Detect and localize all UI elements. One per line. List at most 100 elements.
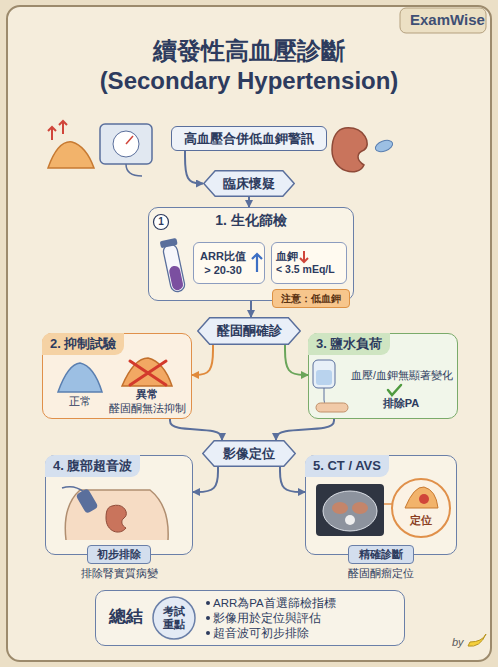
bullet-text: 影像用於定位與評估 — [213, 611, 321, 625]
imaging-panel: 精確診斷5. CT / AVS定位醛固酮瘤定位 — [305, 455, 457, 555]
callout-circle — [154, 215, 169, 230]
badge-outline — [153, 597, 195, 639]
zoom-circle-part — [419, 494, 429, 504]
node-text: 考試 重點 — [162, 605, 186, 631]
node-text: 異常 — [127, 388, 167, 402]
up-arrow-part — [252, 254, 262, 272]
zoom-circle — [392, 479, 450, 537]
bullet-dots-part — [206, 616, 210, 620]
ct-scan-part — [352, 502, 368, 514]
blood-pressure-gauge-part — [100, 124, 152, 164]
adrenal-icon-part — [48, 142, 94, 168]
credit-label: by — [452, 636, 464, 650]
result-tag: 初步排除 — [87, 545, 151, 565]
box-fill — [193, 242, 265, 284]
arrow-space — [300, 250, 342, 261]
summary-heading: 總結 — [109, 606, 143, 627]
ct-scan-part — [332, 502, 348, 514]
adrenal-icon — [48, 142, 94, 168]
node-text: 影像定位 — [223, 445, 275, 461]
pressure-arrows-part — [48, 121, 67, 140]
brand-label: ExamWise — [410, 11, 485, 30]
node-text: 醛固酮無法抑制 — [105, 402, 189, 415]
test-panel: 3. 鹽水負荷血壓/血鉀無顯著變化排除PA — [308, 333, 458, 419]
warning-tag: 注意：低血鉀 — [272, 289, 350, 308]
ct-scan-part — [345, 515, 355, 525]
abnormal-adrenal — [122, 358, 172, 386]
imaging-panel: 初步排除4. 腹部超音波排除腎實質病變 — [45, 455, 193, 555]
ct-scan — [316, 484, 392, 536]
abnormal-adrenal-part — [122, 358, 172, 386]
test-tube-part — [160, 238, 178, 248]
node-text: 排除PA — [374, 397, 428, 411]
normal-adrenal-part — [58, 363, 102, 392]
bullet-dots-part — [206, 601, 210, 605]
check-mark — [388, 385, 401, 395]
ct-scan-part — [384, 503, 392, 505]
summary-box: 考試 重點總結ARR為PA首選篩檢指標影像用於定位與評估超音波可初步排除 — [95, 590, 405, 646]
decision-hexagon: 臨床懷疑 — [203, 170, 295, 197]
flow-arrow — [285, 345, 308, 375]
flow-arrow — [192, 345, 213, 375]
flow-arrow — [248, 197, 250, 207]
node-text: 醛固酮瘤定位 — [321, 567, 441, 580]
zoom-circle-part — [405, 487, 438, 508]
kidney-icon-part — [374, 138, 394, 154]
callout-number: 1 — [154, 215, 168, 229]
node-text: 定位 — [401, 514, 441, 528]
test-panel: 2. 抑制試驗正常異常醛固酮無法抑制 — [42, 333, 192, 419]
blood-pressure-gauge-part — [126, 164, 142, 176]
flow-arrow — [280, 467, 305, 492]
brand-tab-part — [400, 8, 486, 33]
flow-arrow — [276, 419, 334, 440]
zoom-circle-part — [392, 479, 450, 537]
banana-icon-part — [468, 634, 486, 646]
abnormal-adrenal-part — [130, 361, 166, 385]
box-fill — [271, 242, 347, 284]
node-text: 排除腎實質病變 — [59, 567, 179, 580]
criterion-box: ARR比值 > 20-30 — [193, 242, 265, 284]
decision-hexagon: 醛固酮確診 — [197, 317, 301, 345]
blood-pressure-gauge-part — [113, 131, 139, 157]
ultrasound-figure-part — [106, 505, 126, 532]
node-text: 血鉀 < 3.5 mEq/L — [276, 250, 342, 276]
node-text: 注意：低血鉀 — [281, 292, 341, 305]
down-arrow — [300, 251, 308, 262]
test-tube-part — [168, 265, 184, 291]
decision-hexagon: 影像定位 — [202, 440, 296, 467]
saline-drip-part — [313, 360, 335, 388]
flow-arrow — [185, 151, 203, 184]
saline-drip-part — [316, 370, 332, 385]
saline-drip — [313, 360, 348, 412]
exam-badge: 考試 重點 — [152, 596, 196, 640]
kidney-icon-part — [332, 128, 367, 172]
node-text: 臨床懷疑 — [223, 175, 275, 191]
panel-heading: 2. 抑制試驗 — [42, 333, 124, 355]
hexagon-outline — [198, 318, 301, 345]
bullet-text: 超音波可初步排除 — [213, 626, 309, 640]
ultrasound-figure-part — [62, 487, 84, 492]
check-mark-part — [388, 385, 401, 395]
flow-arrow — [170, 419, 222, 440]
alert-box: 高血壓合併低血鉀警訊 — [171, 126, 327, 151]
node-text: ARR比值 > 20-30 — [197, 250, 249, 278]
brand-tab — [400, 8, 486, 33]
node-text: 醛固酮確診 — [217, 323, 282, 339]
down-arrow-part — [300, 251, 308, 262]
node-text: 血壓/血鉀無顯著變化 — [350, 369, 454, 382]
criterion-box: 血鉀 < 3.5 mEq/L — [271, 242, 347, 284]
ct-scan-part — [323, 491, 377, 531]
ultrasound-figure — [62, 487, 168, 540]
screening-panel: ARR比值 > 20-30血鉀 < 3.5 mEq/L注意：低血鉀1. 生化篩檢 — [148, 207, 354, 301]
up-arrow — [252, 254, 262, 272]
node-text: 高血壓合併低血鉀警訊 — [184, 130, 314, 146]
node-text: 精確診斷 — [359, 548, 403, 562]
flow-arrow — [250, 301, 252, 317]
bullet-dots-part — [206, 631, 210, 635]
panel-heading: 5. CT / AVS — [305, 455, 389, 477]
result-tag: 精確診斷 — [348, 545, 414, 565]
saline-drip-part — [316, 403, 348, 412]
blood-pressure-gauge-part — [126, 136, 133, 144]
kidney-icon — [332, 128, 394, 172]
